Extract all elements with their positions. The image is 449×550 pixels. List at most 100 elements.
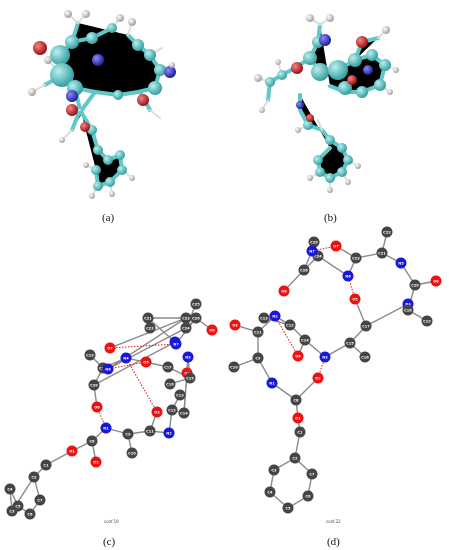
molecule-d-bond xyxy=(313,241,319,257)
molecule-d-bond xyxy=(283,269,305,292)
molecule-c-atom-n5 xyxy=(169,336,181,348)
molecule-c-bond xyxy=(195,317,213,331)
molecule-c-atom-label-c1: C1 xyxy=(43,463,49,467)
molecule-c-bond xyxy=(185,303,197,329)
molecule-c-atom-c26 xyxy=(190,312,202,324)
molecule-c-bond xyxy=(93,384,98,408)
molecule-c-atom-label-n2: N2 xyxy=(166,431,172,435)
molecule-d-atom-c22 xyxy=(381,226,393,238)
molecule-c-bond xyxy=(171,394,181,411)
conformer-label-d: conf.22 xyxy=(326,519,341,524)
molecule-c-bond xyxy=(147,317,176,343)
molecule-d-atom-o2 xyxy=(312,372,324,384)
molecule-d-atom-label-c23: C23 xyxy=(352,256,360,260)
molecule-d-atom-c7 xyxy=(306,468,318,480)
molecule-c-bond xyxy=(71,440,93,452)
molecule-d-atom-o1 xyxy=(292,412,304,424)
molecule-c-atom-label-o2: O2 xyxy=(93,460,99,464)
molecule-d-atom-label-c11: C11 xyxy=(254,330,262,334)
molecule-c-hydrogen-bond xyxy=(96,406,107,429)
molecule-c-atom-label-c2: C2 xyxy=(31,475,37,479)
molecule-c-atom-o3 xyxy=(151,406,163,418)
molecule-c-atom-label-c3: C3 xyxy=(9,509,15,513)
molecule-d-atom-c23 xyxy=(350,252,362,264)
molecule-d-bond xyxy=(269,469,275,493)
molecule-d-bond xyxy=(355,252,383,259)
molecule-d-atom-label-c9: C9 xyxy=(255,356,261,360)
molecule-d-atom-o7 xyxy=(330,240,342,252)
molecule-c-atom-label-n6: N6 xyxy=(105,367,111,371)
molecule-c-atom-label-o4: O4 xyxy=(184,371,190,375)
molecule-d-bond xyxy=(233,357,259,368)
molecule-d-bond xyxy=(257,315,276,333)
molecule-c-bond xyxy=(109,317,187,349)
molecule-c-atom-label-c5: C5 xyxy=(15,504,21,508)
molecule-d-atom-label-n2: N2 xyxy=(272,314,278,318)
molecule-c-atom-c17 xyxy=(162,361,174,373)
molecule-d-atom-c19 xyxy=(421,315,433,327)
molecule-c-atom-label-n1: N1 xyxy=(103,426,109,430)
molecule-d-bond xyxy=(414,280,437,286)
molecule-d-atom-c24 xyxy=(312,250,324,262)
molecule-d-atom-label-c16: C16 xyxy=(361,355,369,359)
molecule-c-bond xyxy=(125,357,169,368)
molecule-d-atom-label-c13: C13 xyxy=(260,316,268,320)
molecule-c-atom-label-c12: C12 xyxy=(168,408,176,412)
molecule-c-atom-n3 xyxy=(182,351,194,363)
molecule-d-atom-c3 xyxy=(268,464,280,476)
molecule-d-atom-c10 xyxy=(228,361,240,373)
molecule-c-atom-label-c6: C6 xyxy=(27,512,33,516)
molecule-c-atom-o7 xyxy=(104,342,116,354)
molecule-c-bond xyxy=(9,488,13,512)
molecule-d-bond xyxy=(297,339,306,357)
molecule-d-atom-n4 xyxy=(402,298,414,310)
conformer-label-c: conf.19 xyxy=(104,519,119,524)
molecule-d-atom-label-n4: N4 xyxy=(405,302,411,306)
molecule-c-bond xyxy=(9,488,19,507)
molecule-c-atom-c19 xyxy=(84,349,96,361)
molecule-c-bond xyxy=(171,409,185,414)
molecule-d-atom-c13 xyxy=(258,312,270,324)
molecule-d-atom-label-c25: C25 xyxy=(310,240,318,244)
molecule-d-bond xyxy=(381,252,402,264)
molecule-c-atom-label-c4: C4 xyxy=(7,487,13,491)
molecule-d-bond xyxy=(294,457,313,475)
molecule-c-atom-c6 xyxy=(24,508,36,520)
molecule-c-bond xyxy=(149,430,170,434)
molecule-d-atom-label-n1: N1 xyxy=(269,381,275,385)
molecule-d-atom-label-c14: C14 xyxy=(301,338,309,342)
caption-c: (c) xyxy=(103,536,116,548)
molecule-d-atom-label-c21: C21 xyxy=(378,251,386,255)
molecule-d-atom-label-o1: O1 xyxy=(295,416,301,420)
molecule-d-atom-label-c7: C7 xyxy=(309,472,315,476)
molecule-c-bond xyxy=(175,317,197,345)
molecule-c-atom-n6 xyxy=(102,363,114,375)
molecule-c-bond xyxy=(168,409,173,434)
molecule-d-bond xyxy=(407,284,416,311)
molecule-c-atom-o2 xyxy=(90,456,102,468)
molecule-d-bond xyxy=(287,495,309,509)
molecule-c-atom-n2 xyxy=(163,427,175,439)
molecule-c-bond xyxy=(33,476,41,501)
molecule-c-atom-c4 xyxy=(4,483,16,495)
molecule-d-atom-n7 xyxy=(306,245,318,257)
molecule-c-atom-label-c18: C18 xyxy=(99,366,107,370)
molecule-c-atom-label-c11: C11 xyxy=(146,429,154,433)
molecule-d-atom-label-n7: N7 xyxy=(309,249,315,253)
caption-b: (b) xyxy=(324,212,337,224)
molecule-d-atom-o3 xyxy=(229,319,241,331)
molecule-d-atom-n1 xyxy=(266,377,278,389)
molecule-c-atom-c20 xyxy=(88,379,100,391)
molecule-c-atom-label-c7: C7 xyxy=(37,498,43,502)
molecule-d-atom-label-c2: C2 xyxy=(292,456,298,460)
molecule-c-atom-c10 xyxy=(126,447,138,459)
molecule-d-bond xyxy=(407,309,428,322)
molecule-c-bond xyxy=(127,430,151,435)
molecule-d-atom-label-o2: O2 xyxy=(315,376,321,380)
molecule-d-bond xyxy=(234,324,259,333)
molecule-c-bond xyxy=(29,499,41,515)
molecule-d-atom-label-n3: N3 xyxy=(322,355,328,359)
molecule-d-atom-label-o7: O7 xyxy=(333,244,339,248)
molecule-c-atom-c25 xyxy=(190,298,202,310)
molecule-d-bond xyxy=(324,342,351,358)
